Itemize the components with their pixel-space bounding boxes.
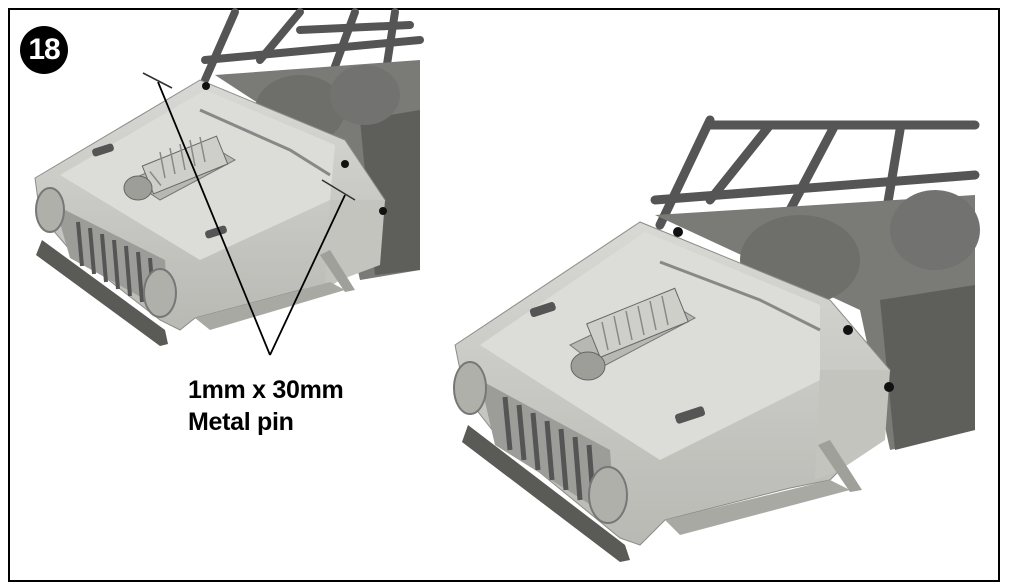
grille — [480, 380, 615, 520]
hood-assembled-illustration — [453, 115, 980, 562]
callout-leader-lines — [157, 81, 346, 356]
pin-callout: 1mm x 30mm Metal pin — [188, 374, 344, 438]
step-number-badge: 18 — [20, 26, 68, 74]
callout-size-label: 1mm x 30mm — [188, 376, 344, 404]
metal-pin — [321, 179, 356, 201]
callout-part-label: Metal pin — [188, 408, 294, 436]
supercharger — [569, 287, 697, 381]
supercharger — [123, 135, 237, 201]
bumper — [36, 240, 168, 346]
bumper — [462, 425, 630, 562]
roll-cage — [201, 8, 424, 114]
metal-pin — [142, 72, 173, 89]
hood-with-pin-illustration — [34, 8, 424, 356]
